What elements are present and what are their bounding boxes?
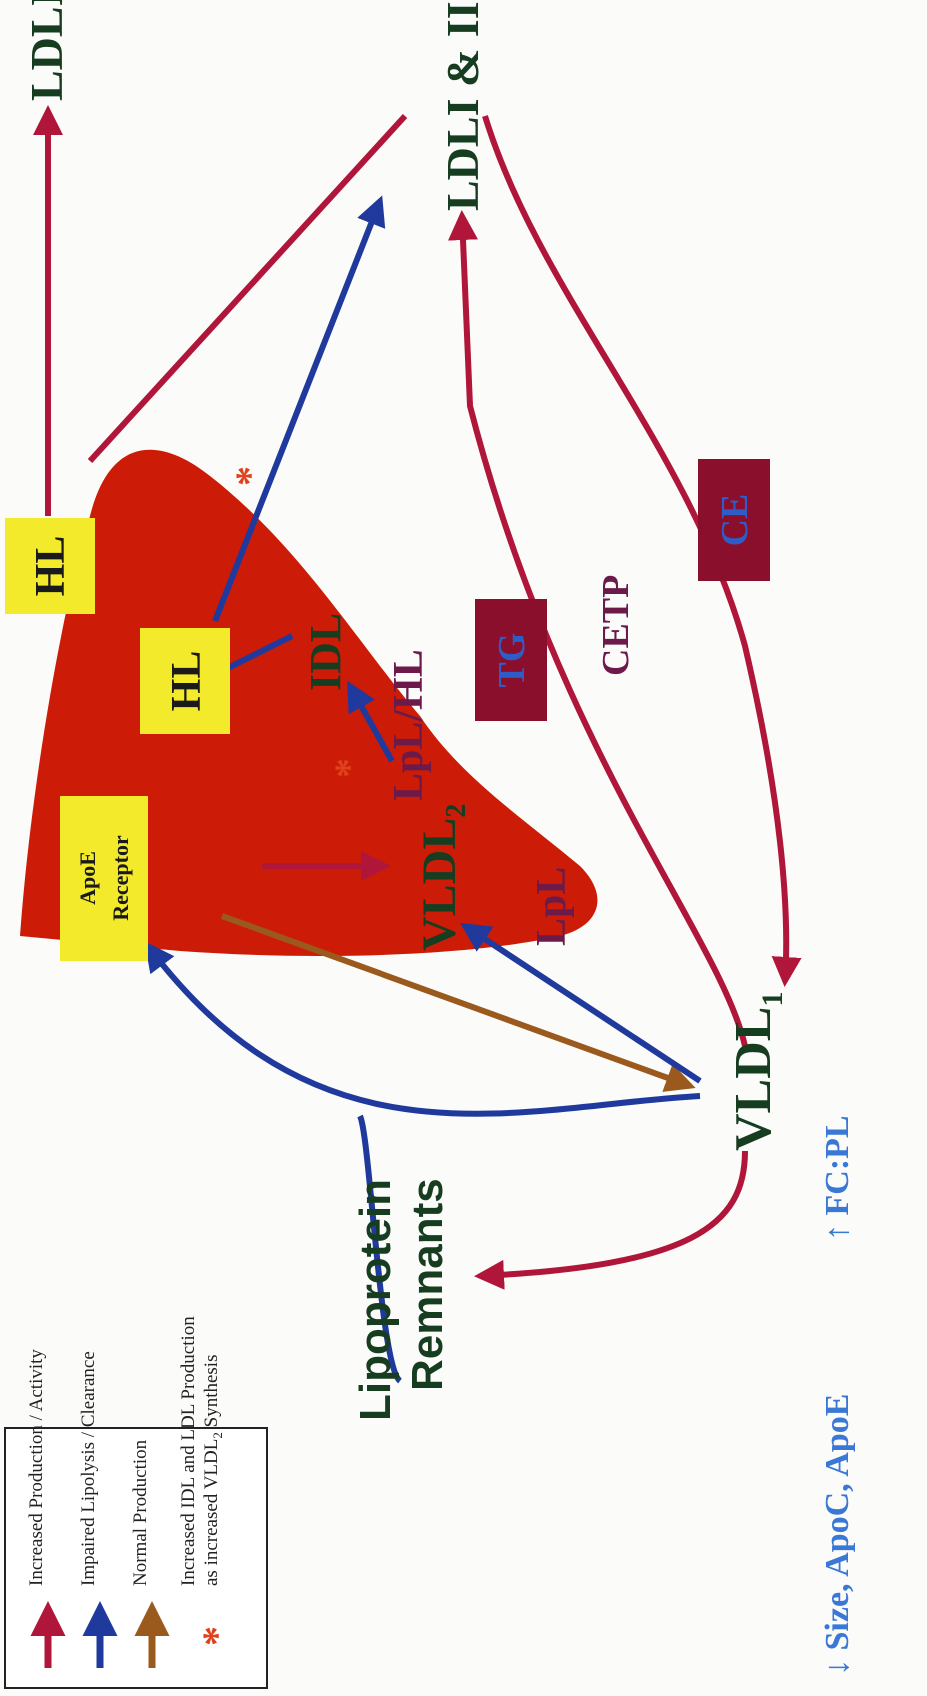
arrow-vldl1-to-apoe-receptor	[144, 941, 701, 1117]
arrow-hl-to-ldl12	[212, 195, 386, 623]
asterisk-hl-ldl: *	[227, 466, 272, 486]
ce-box-label: CE	[714, 494, 756, 547]
hl-box-mid	[140, 628, 230, 734]
cetp-label: CETP	[595, 575, 637, 676]
vldl1-sub: 1	[756, 992, 789, 1007]
legend-texts	[0, 1426, 270, 1696]
apoe-label-line2: Receptor	[108, 835, 133, 921]
arrow-tg-to-ldl12	[448, 210, 748, 1047]
vldl2-sub: 2	[441, 804, 472, 818]
lpl-hl-label: LpL/HL	[386, 649, 432, 801]
line-hl-to-ldl12	[87, 113, 408, 464]
hl-box-mid-label: HL	[164, 651, 210, 712]
remnants-line2: Remnants	[403, 1178, 452, 1391]
ldl12-label: LDLI & II	[437, 1, 488, 211]
idl-label: IDL	[301, 613, 350, 691]
bottom-fc-pl: ↑ FC:PL	[819, 1115, 856, 1241]
arrow-ce-to-vldl1	[482, 115, 802, 987]
hl-box-top-label: HL	[28, 536, 74, 597]
legend-box	[4, 1427, 268, 1689]
hl-box-top	[5, 518, 95, 614]
apoe-label-line1: ApoE	[75, 851, 100, 905]
remnants-line1: Lipoprotein	[351, 1179, 400, 1421]
arrow-vldl2-to-idl	[347, 680, 395, 763]
vldl1-label: VLDL1	[725, 992, 789, 1151]
asterisk-vldl2-idl: *	[326, 758, 371, 778]
arrow-vldl1-to-remnants	[474, 1150, 748, 1290]
vldl2-main: VLDL	[413, 818, 466, 951]
legend-asterisk: *	[194, 1626, 239, 1646]
arrow-vldl1-to-vldl2	[459, 922, 702, 1084]
apoe-receptor-box	[60, 796, 148, 961]
ldl3-label: LDLIII	[21, 0, 72, 101]
arrow-liver-to-vldl1	[220, 913, 696, 1092]
line-remnants-merge	[357, 1114, 403, 1384]
tg-box	[475, 599, 547, 721]
tg-box-label: TG	[491, 633, 533, 688]
liver-shape	[20, 449, 598, 956]
vldl2-label: VLDL2	[413, 804, 472, 951]
bottom-size-apoc-apoe: ↓ Size, ApoC, ApoE	[819, 1394, 856, 1676]
legend: *	[4, 1427, 268, 1689]
ce-box	[698, 459, 770, 581]
vldl1-main: VLDL	[725, 1007, 782, 1151]
lpl-label: LpL	[529, 867, 575, 946]
